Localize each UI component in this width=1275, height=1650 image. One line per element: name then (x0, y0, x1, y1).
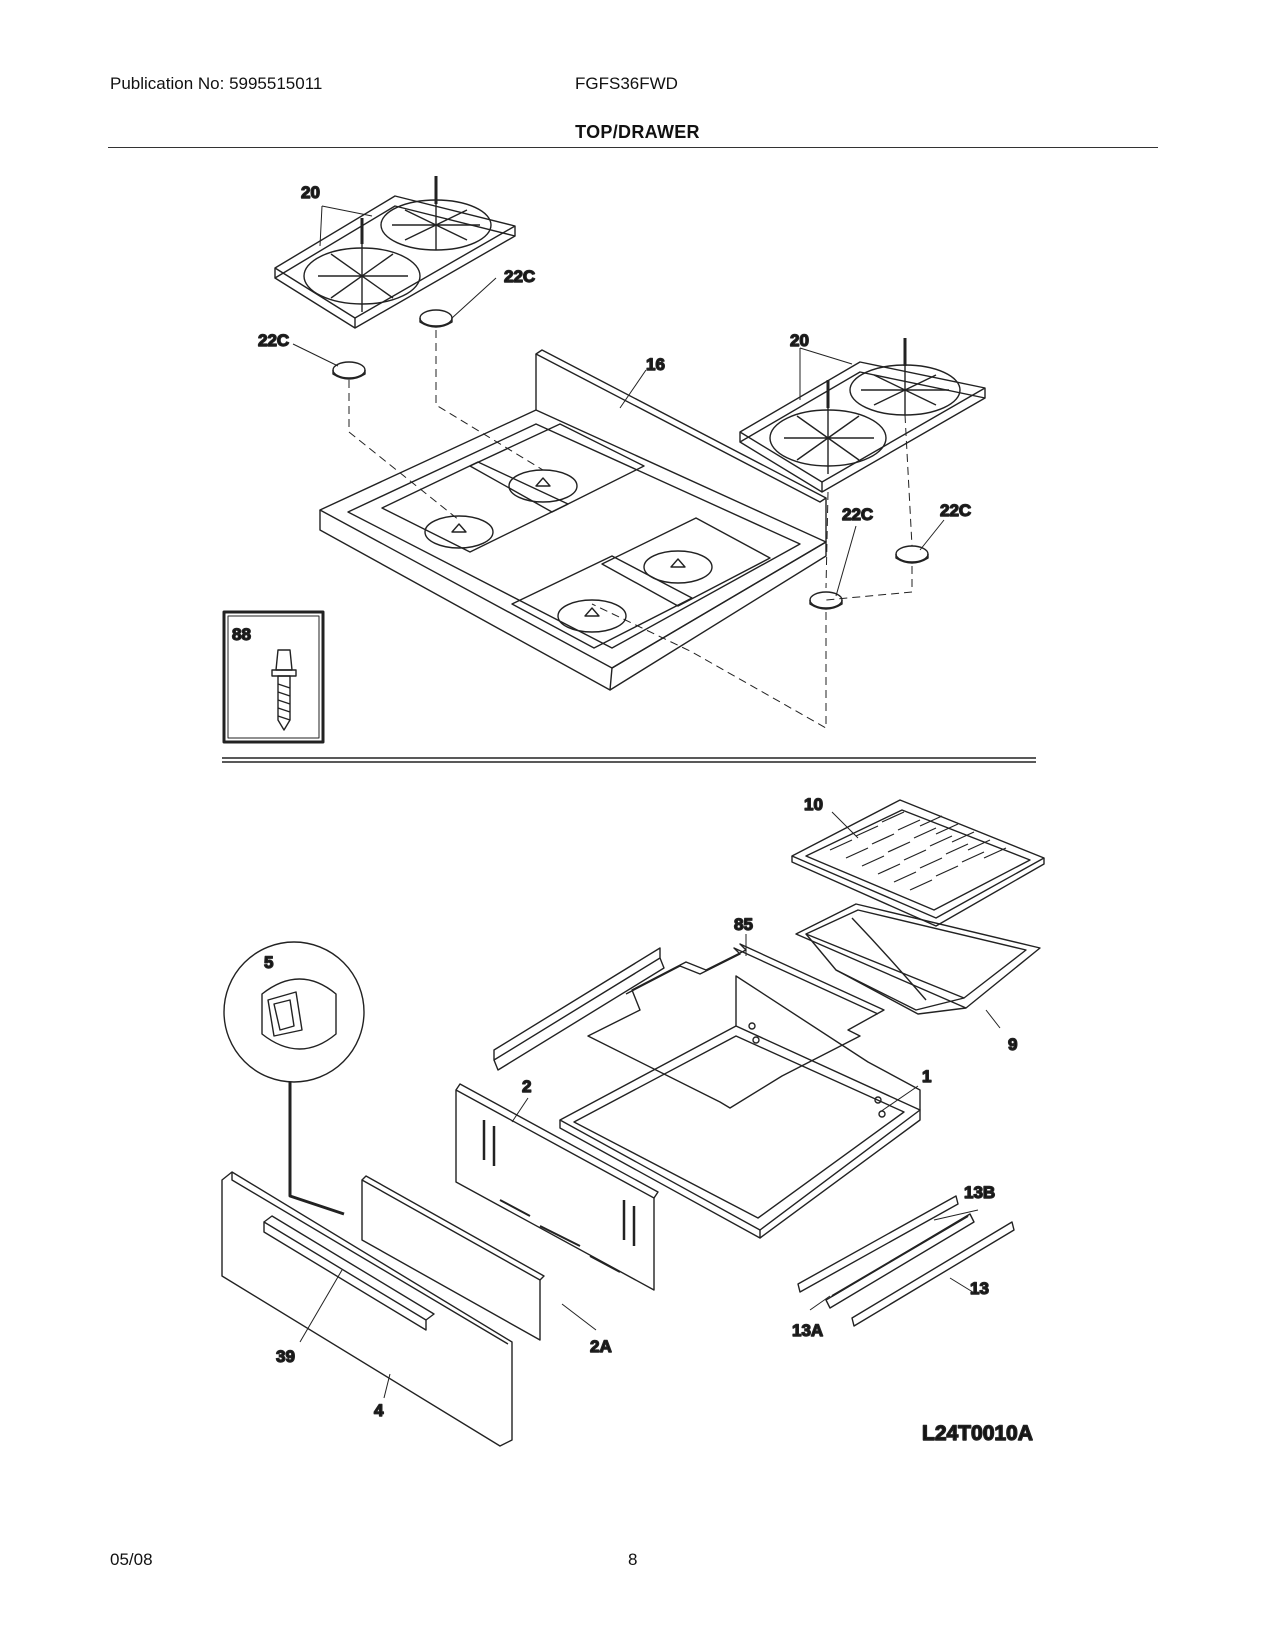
footer-page-number: 8 (628, 1550, 638, 1569)
drawer-slide-13A (825, 1213, 975, 1309)
callout-grate-right: 20 (790, 331, 809, 350)
drawer-back-panel (455, 1083, 659, 1291)
callout-cap-left-top: 22C (504, 267, 535, 286)
burner-cap-left-bottom (332, 361, 366, 380)
drawer-slide-13B (797, 1195, 959, 1293)
drawer-body (559, 975, 921, 1239)
callout-screw: 88 (232, 625, 251, 644)
section-divider (222, 757, 1036, 763)
publication-number: Publication No: 5995515011 (110, 74, 323, 93)
model-number: FGFS36FWD (575, 74, 678, 93)
drawer-handle (263, 1215, 435, 1331)
leader-lines-bottom (299, 811, 1001, 1399)
callout-cap-left-bottom: 22C (258, 331, 289, 350)
burner-grate-right (739, 338, 986, 493)
callout-wire-frame: 85 (734, 915, 753, 934)
burner-grate-left (274, 176, 516, 329)
callout-slide-13: 13 (970, 1279, 989, 1298)
drawer-liner-panel (361, 1175, 545, 1341)
diagram-code: L24T0010A (922, 1422, 1033, 1445)
callout-cap-right-b: 22C (940, 501, 971, 520)
knob-detail-circle (223, 941, 365, 1216)
drawer-slide-13 (851, 1221, 1015, 1327)
drawer-side-rail-left (493, 947, 665, 1071)
callout-cap-right-a: 22C (842, 505, 873, 524)
leader-lines-top (292, 205, 945, 597)
header-rule (108, 147, 1158, 148)
footer-date: 05/08 (110, 1550, 153, 1569)
callout-handle: 39 (276, 1347, 295, 1366)
burner-cap-right-b (895, 545, 929, 564)
callout-cooktop: 16 (646, 355, 665, 374)
alignment-lines (348, 330, 913, 729)
cooktop-main-top (319, 349, 827, 691)
callout-drawer-liner: 2A (590, 1337, 612, 1356)
callout-grate-left: 20 (301, 183, 320, 202)
broiler-pan (795, 903, 1041, 1015)
burner-cap-left-top (419, 309, 453, 328)
callout-knob: 5 (264, 953, 273, 972)
burner-cap-right-a (809, 591, 843, 610)
callout-drawer-back: 2 (522, 1077, 531, 1096)
callout-broiler-pan: 9 (1008, 1035, 1017, 1054)
callout-slide-13A: 13A (792, 1321, 823, 1340)
screw-inset-box (222, 610, 325, 744)
callout-drawer-body: 1 (922, 1067, 931, 1086)
callout-broiler-grid: 10 (804, 795, 823, 814)
callout-slide-13B: 13B (964, 1183, 995, 1202)
broiler-grid (791, 799, 1045, 927)
callout-drawer-front: 4 (374, 1401, 384, 1420)
drawer-wire-frame (587, 943, 885, 1109)
section-title: TOP/DRAWER (575, 122, 700, 142)
drawer-front (221, 1171, 513, 1447)
